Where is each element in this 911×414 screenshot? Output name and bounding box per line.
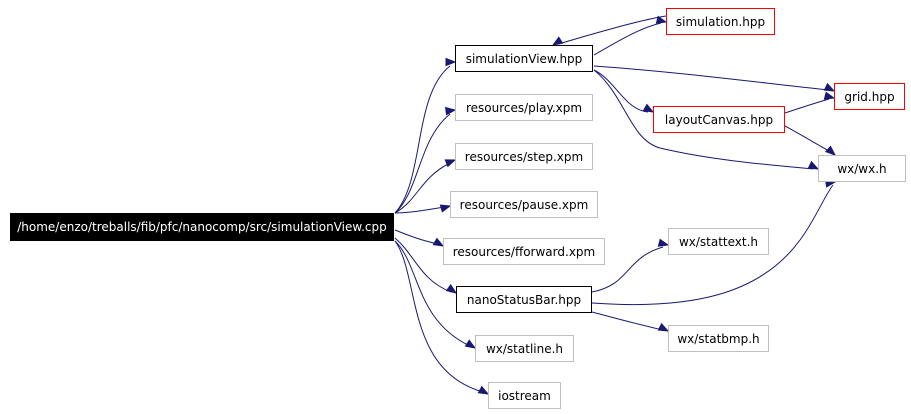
- edge-root-to-statline: [394, 240, 477, 349]
- node-resources-play-xpm[interactable]: resources/play.xpm: [455, 94, 593, 121]
- edge-root-to-pause: [394, 204, 452, 214]
- edge-nanostatusbar-to-stattext: [591, 238, 670, 293]
- edge-root-to-play: [394, 106, 457, 214]
- edge-simulation-to-simulationview: [551, 15, 667, 46]
- edge-simulationview-to-grid: [593, 65, 836, 92]
- node-nanostatusbar-hpp[interactable]: nanoStatusBar.hpp: [456, 286, 592, 313]
- edge-line: [394, 65, 451, 214]
- edge-line: [394, 162, 451, 214]
- edge-simulationview-to-simulation: [593, 15, 668, 56]
- node-wx-stattext-h[interactable]: wx/stattext.h: [668, 228, 769, 255]
- edge-line: [557, 15, 667, 45]
- edge-root-to-nanostatusbar: [394, 237, 458, 294]
- edge-line: [394, 113, 451, 214]
- node-wx-wx-h[interactable]: wx/wx.h: [818, 155, 906, 182]
- edge-arrowhead: [445, 284, 458, 294]
- edge-line: [591, 246, 664, 293]
- edge-arrowhead: [439, 204, 452, 213]
- edge-nanostatusbar-to-statbmp: [591, 311, 670, 332]
- edge-simulationview-to-wxwx: [593, 69, 820, 170]
- edge-arrowhead: [825, 145, 837, 156]
- edge-arrowhead: [807, 160, 820, 170]
- edge-simulationview-to-layoutcanvas: [593, 69, 655, 113]
- edge-line: [394, 237, 452, 293]
- edge-line: [593, 69, 649, 113]
- edge-line: [394, 229, 439, 245]
- edge-arrowhead: [657, 322, 670, 332]
- node-layoutcanvas-hpp[interactable]: layoutCanvas.hpp: [653, 106, 785, 133]
- node-wx-statline-h[interactable]: wx/statline.h: [475, 335, 574, 362]
- edge-line: [591, 311, 664, 331]
- edge-root-to-simulationview: [394, 57, 457, 214]
- node-resources-pause-xpm[interactable]: resources/pause.xpm: [450, 191, 598, 218]
- edge-line: [593, 22, 662, 56]
- edge-root-to-fforward: [394, 229, 445, 247]
- edge-line: [593, 65, 830, 91]
- edge-arrowhead: [823, 82, 836, 92]
- edge-line: [784, 98, 830, 114]
- edge-arrowhead: [464, 339, 477, 349]
- edge-arrowhead: [551, 36, 564, 46]
- edges-layer: [394, 15, 837, 395]
- edge-line: [394, 240, 484, 393]
- edge-arrowhead: [655, 15, 668, 24]
- node-simulationview-hpp[interactable]: simulationView.hpp: [455, 45, 593, 72]
- edge-arrowhead: [642, 103, 655, 113]
- edge-arrowhead: [823, 91, 836, 100]
- node-iostream[interactable]: iostream: [488, 382, 561, 409]
- node-grid-hpp[interactable]: grid.hpp: [834, 83, 905, 110]
- edge-line: [784, 125, 832, 153]
- edge-arrowhead: [445, 57, 457, 67]
- edge-line: [394, 240, 471, 347]
- node-wx-statbmp-h[interactable]: wx/statbmp.h: [668, 325, 769, 352]
- edge-root-to-iostream: [394, 240, 490, 395]
- edge-arrowhead: [432, 237, 445, 247]
- edge-line: [591, 184, 834, 306]
- edge-line: [394, 206, 446, 214]
- node-resources-fforward-xpm[interactable]: resources/fforward.xpm: [443, 238, 605, 265]
- node-root-source-file[interactable]: /home/enzo/treballs/fib/pfc/nanocomp/src…: [10, 213, 394, 241]
- node-simulation-hpp[interactable]: simulation.hpp: [666, 8, 775, 35]
- edge-arrowhead: [444, 159, 457, 168]
- node-resources-step-xpm[interactable]: resources/step.xpm: [455, 143, 593, 170]
- edge-layoutcanvas-to-wxwx: [784, 125, 837, 156]
- edge-layoutcanvas-to-grid: [784, 91, 836, 114]
- edge-arrowhead: [657, 238, 670, 247]
- edge-arrowhead: [477, 385, 490, 395]
- edge-line: [593, 69, 814, 170]
- edge-root-to-step: [394, 159, 457, 214]
- edge-arrowhead: [445, 106, 457, 116]
